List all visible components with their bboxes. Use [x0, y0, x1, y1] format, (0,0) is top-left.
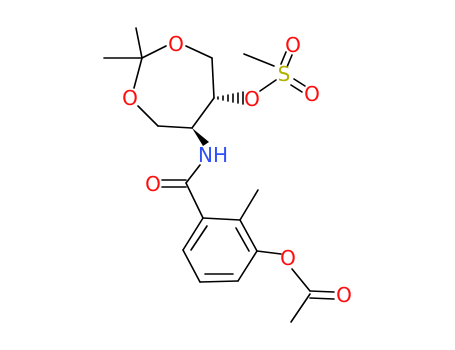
bond-ar-methyl	[239, 189, 259, 221]
bond-s-o-top-b	[286, 54, 293, 68]
bond-s-o-right-b	[290, 84, 303, 93]
bond-c-o-acetyl-b	[309, 297, 335, 300]
atom-o-ring-left: O	[122, 86, 138, 110]
bond-ar6-ar1-inner	[190, 225, 208, 251]
bond-ar6-ar1	[182, 217, 204, 251]
bond-ar3-ar4	[237, 250, 258, 282]
bond-s-methyl	[243, 53, 275, 67]
bond-chn-n-wedge	[192, 128, 209, 146]
bond-s-o-top-a	[280, 51, 287, 65]
bond-ch2-choms	[211, 57, 215, 99]
bond-s-o-right-a	[293, 78, 306, 87]
atom-s-mesyl: S	[278, 62, 291, 86]
bond-chn-ch2	[157, 125, 193, 129]
atom-o-s-right: O	[304, 82, 320, 106]
bond-carbonyl-ring	[185, 182, 204, 219]
bond-c-o-acetyl-a	[309, 290, 335, 293]
bond-ar-o-acetoxy	[256, 250, 282, 255]
bond-o-ring-left-cq	[133, 57, 143, 89]
bond-ar4-ar5	[199, 280, 239, 283]
atom-o-ester-ms: O	[244, 87, 260, 111]
atom-o-amide: O	[145, 172, 161, 196]
bond-o-ring-top-ch2	[185, 45, 213, 59]
bond-choms-o-hashed	[217, 91, 244, 105]
bond-o-c-acetyl	[291, 268, 311, 292]
atom-o-ring-top: O	[168, 32, 184, 56]
bond-ar2-ar3-inner	[235, 227, 250, 252]
bond-o-s	[259, 79, 277, 92]
atom-n-amide: NH	[198, 143, 228, 167]
atom-o-s-top: O	[285, 33, 301, 57]
bond-cq-methyl-1	[135, 27, 143, 59]
bond-ar1-ar2	[202, 217, 241, 221]
bond-ch2-o-ring-left	[137, 105, 159, 127]
bond-choms-chn	[191, 97, 215, 129]
bond-ar2-ar3	[239, 219, 258, 252]
atom-o-acetoxy: O	[280, 246, 296, 270]
bond-c-ring-top-o	[141, 45, 167, 59]
bond-ar5-ar6	[182, 249, 201, 283]
atom-o-acetyl: O	[336, 283, 352, 307]
bond-n-c-carbonyl	[185, 164, 201, 184]
bond-c-acetyl-methyl	[290, 293, 311, 323]
